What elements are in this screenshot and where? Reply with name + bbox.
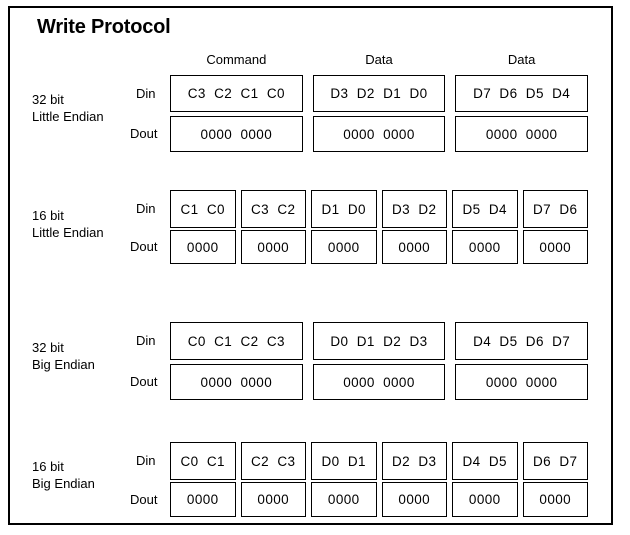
dout-cell: 0000 [452,482,518,517]
din-cell: D1 D0 [311,190,377,228]
dout-label-16bit-big-endian: Dout [130,491,158,507]
din-cell: D0 D1 D2 D3 [312,322,446,360]
din-cell: D6 D7 [522,442,588,480]
din-cell: C0 C1 [170,442,236,480]
din-label-32bit-little-endian: Din [136,85,156,101]
din-cell: D2 D3 [381,442,447,480]
dout-cell: 0000 [170,482,236,517]
dout-cell: 0000 [381,482,447,517]
section-label-line2: Little Endian [32,225,104,240]
din-cell: D0 D1 [311,442,377,480]
din-cell: C2 C3 [240,442,306,480]
dout-cell: 0000 [240,230,306,264]
section-label-line1: 16 bit [32,459,64,474]
din-label-16bit-little-endian: Din [136,201,156,216]
dout-cell: 0000 [522,230,588,264]
din-cell: D4 D5 [452,442,518,480]
dout-label-32bit-big-endian: Dout [130,374,158,389]
column-header-1: Command [206,52,267,67]
din-cell: D7 D6 D5 D4 [455,75,588,112]
din-cell: D4 D5 D6 D7 [455,322,588,360]
section-label-line2: Big Endian [32,357,95,372]
din-cell: D5 D4 [452,190,518,228]
dout-cell: 0000 [452,230,518,264]
dout-cell: 0000 0000 [170,364,303,400]
section-label-line1: 32 bit [32,340,64,355]
dout-cell: 0000 [240,482,306,517]
dout-cell: 0000 0000 [170,116,303,152]
section-label-line1: 16 bit [32,208,64,223]
dout-cell: 0000 [311,482,377,517]
din-cell: C0 C1 C2 C3 [170,322,303,360]
dout-cell: 0000 [522,482,588,517]
column-header-3: Data [507,52,536,67]
dout-cell: 0000 0000 [455,364,588,400]
section-label-line2: Big Endian [32,476,95,491]
din-cell: C3 C2 C1 C0 [170,75,303,112]
din-cell: D7 D6 [522,190,588,228]
dout-cell: 0000 0000 [312,364,446,400]
dout-cell: 0000 [311,230,377,264]
din-label-16bit-big-endian: Din [136,453,156,468]
section-label-line2: Little Endian [32,109,104,124]
column-header-2: Data [365,52,393,67]
section-label-line1: 32 bit [32,92,64,107]
dout-cell: 0000 0000 [312,116,446,152]
dout-label-32bit-little-endian: Dout [130,126,158,141]
din-cell: C3 C2 [240,190,306,228]
din-label-32bit-big-endian: Din [136,333,156,348]
din-cell: D3 D2 D1 D0 [312,75,446,112]
dout-label-16bit-little-endian: Dout [130,239,158,254]
dout-cell: 0000 0000 [455,116,588,152]
din-cell: C1 C0 [170,190,236,228]
dout-cell: 0000 [170,230,236,264]
dout-cell: 0000 [381,230,447,264]
din-cell: D3 D2 [381,190,447,228]
page-title: Write Protocol [37,16,171,38]
